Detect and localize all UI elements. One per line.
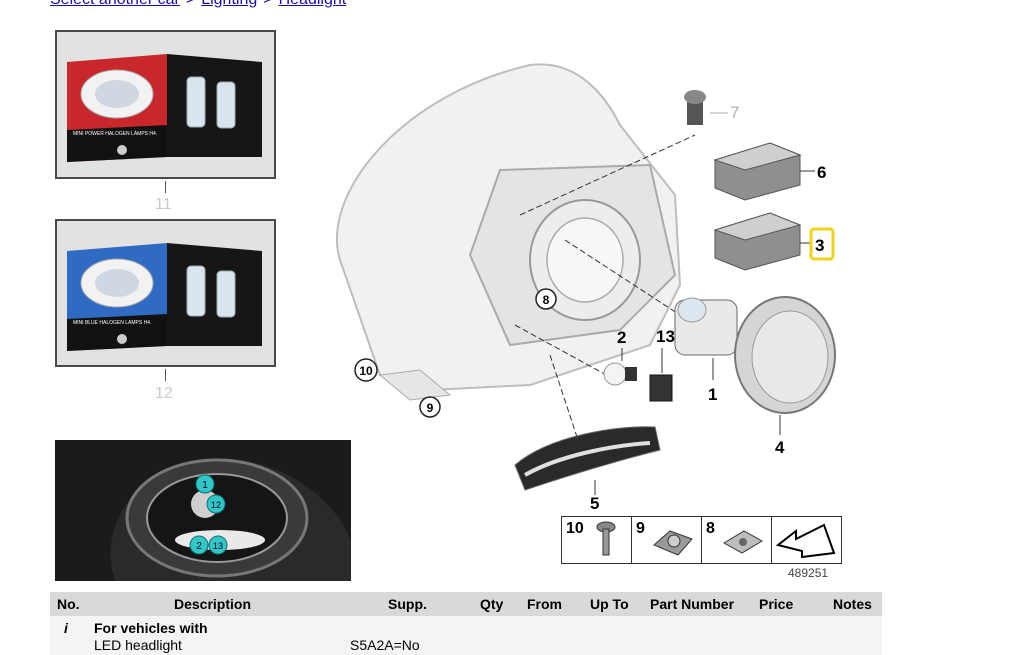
leader-line	[549, 354, 579, 441]
breadcrumb-separator: >	[263, 0, 272, 8]
lamp-box-bottom	[67, 314, 167, 351]
column-header-price: Price	[759, 596, 794, 612]
parts-table-header: No. Description Supp. Qty From Up To Par…	[50, 592, 882, 616]
figure-id: 489251	[788, 566, 829, 580]
part-1-bulb-glass-icon	[677, 297, 707, 323]
halogen-lamp-box-image: MINI POWER HALOGEN LAMPS H4.	[67, 54, 262, 162]
legend-number: 9	[636, 520, 645, 537]
headlight-exploded-diagram: 7 6 3 8 2 13 1 10 9 4 5	[335, 63, 836, 513]
legend-cell-8: 8	[702, 517, 772, 563]
column-header-part-number: Part Number	[650, 596, 735, 612]
mounting-bracket	[378, 369, 452, 401]
legend-number: 8	[706, 520, 715, 537]
headlight-lens-graphic	[95, 269, 139, 297]
thumbnail-number: 11	[155, 196, 172, 213]
part-6-box-top-icon	[713, 142, 802, 171]
legend-number: 10	[566, 520, 584, 537]
small-parts-legend: 10 9 8	[561, 516, 842, 564]
part-2-bulb-base-icon	[625, 367, 637, 381]
nut-clip-icon	[723, 530, 763, 554]
part-5-led-module-icon	[514, 426, 661, 491]
screw-icon	[596, 521, 616, 556]
lamp-box-bottom	[67, 125, 167, 162]
part-13-connector-icon	[649, 374, 673, 402]
callout-marker-label: 1	[202, 480, 208, 491]
bulb-icon	[186, 265, 206, 317]
callout-marker	[208, 535, 228, 555]
lamp-box-side	[167, 54, 262, 157]
callout-label: 10	[359, 364, 373, 378]
callout-circle	[535, 288, 557, 310]
thumbnail-tick	[165, 369, 166, 381]
callout-label: 7	[730, 103, 739, 122]
lamp-box-text: MINI BLUE HALOGEN LAMPS H4.	[73, 320, 151, 326]
headlight-bulb-socket	[546, 217, 624, 303]
part-3-box-top-icon	[713, 212, 802, 241]
bulb-icon	[216, 270, 236, 318]
column-header-no: No.	[57, 596, 80, 612]
part-5-led-strip-icon	[524, 441, 651, 477]
column-header-description: Description	[174, 596, 252, 612]
highlighted-callout-label[interactable]: 3	[815, 236, 824, 255]
bulb-icon	[186, 76, 206, 128]
callout-label: 5	[590, 494, 599, 513]
row-description-title: For vehicles with	[94, 620, 208, 636]
thumbnail-power-halogen[interactable]: MINI POWER HALOGEN LAMPS H4.	[55, 30, 276, 179]
headlight-lens-graphic	[95, 80, 139, 108]
breadcrumb-headlight-link[interactable]: Headlight	[279, 0, 347, 8]
thumbnail-number: 12	[155, 385, 173, 402]
callout-label: 9	[427, 401, 434, 415]
mini-logo-icon	[117, 145, 127, 155]
callout-label: 6	[817, 163, 826, 182]
column-header-qty: Qty	[480, 596, 504, 612]
callout-marker-label: 2	[196, 541, 202, 552]
legend-cell-9: 9	[632, 517, 702, 563]
leader-line	[519, 134, 696, 216]
part-2-bulb-icon	[603, 362, 627, 386]
part-7-screw-head-icon	[684, 90, 706, 104]
lamp-box-side	[167, 243, 262, 346]
callout-label: 8	[543, 293, 550, 307]
leader-line	[564, 239, 681, 316]
legend-cell-arrow	[772, 517, 841, 563]
headlight-detail-illustration: 1 12 2 13	[110, 458, 351, 581]
lamp-box-text: MINI POWER HALOGEN LAMPS H4.	[73, 131, 157, 137]
halogen-lamp-box-image: MINI BLUE HALOGEN LAMPS H4.	[67, 243, 262, 351]
legend-cell-10: 10	[562, 517, 632, 563]
clip-icon	[653, 530, 693, 556]
breadcrumb: Select another car > Lighting > Headlight	[50, 0, 346, 9]
table-row: i For vehicles with LED headlight S5A2A=…	[50, 616, 882, 655]
direction-arrow-icon	[775, 523, 836, 559]
callout-label: 13	[656, 327, 675, 346]
callout-label: 4	[775, 438, 785, 457]
column-header-notes: Notes	[833, 596, 872, 612]
callout-marker	[189, 535, 209, 555]
part-4-cover-cap-inner-icon	[751, 310, 829, 404]
leader-line	[514, 324, 611, 378]
mini-logo-icon	[117, 334, 127, 344]
thumbnail-tick	[165, 181, 166, 193]
callout-label: 2	[617, 328, 626, 347]
row-info-marker: i	[64, 620, 68, 636]
callout-marker-label: 13	[213, 541, 223, 551]
breadcrumb-separator: >	[186, 0, 195, 8]
callout-marker-label: 12	[211, 500, 221, 510]
row-supp: S5A2A=No	[350, 637, 420, 653]
callout-marker	[206, 494, 226, 514]
callout-circle	[419, 396, 441, 418]
callout-label: 1	[708, 385, 717, 404]
headlight-detail-photo: 1 12 2 13	[55, 440, 351, 581]
bulb-icon	[216, 81, 236, 129]
column-header-up-to: Up To	[590, 596, 629, 612]
breadcrumb-lighting-link[interactable]: Lighting	[201, 0, 257, 8]
highlighted-callout-frame	[809, 227, 835, 261]
column-header-supp: Supp.	[388, 596, 427, 612]
row-description: LED headlight	[94, 637, 182, 653]
callout-circle	[354, 358, 378, 382]
callout-marker	[195, 474, 215, 494]
breadcrumb-select-car-link[interactable]: Select another car	[50, 0, 180, 8]
column-header-from: From	[527, 596, 562, 612]
thumbnail-blue-halogen[interactable]: MINI BLUE HALOGEN LAMPS H4.	[55, 219, 276, 367]
